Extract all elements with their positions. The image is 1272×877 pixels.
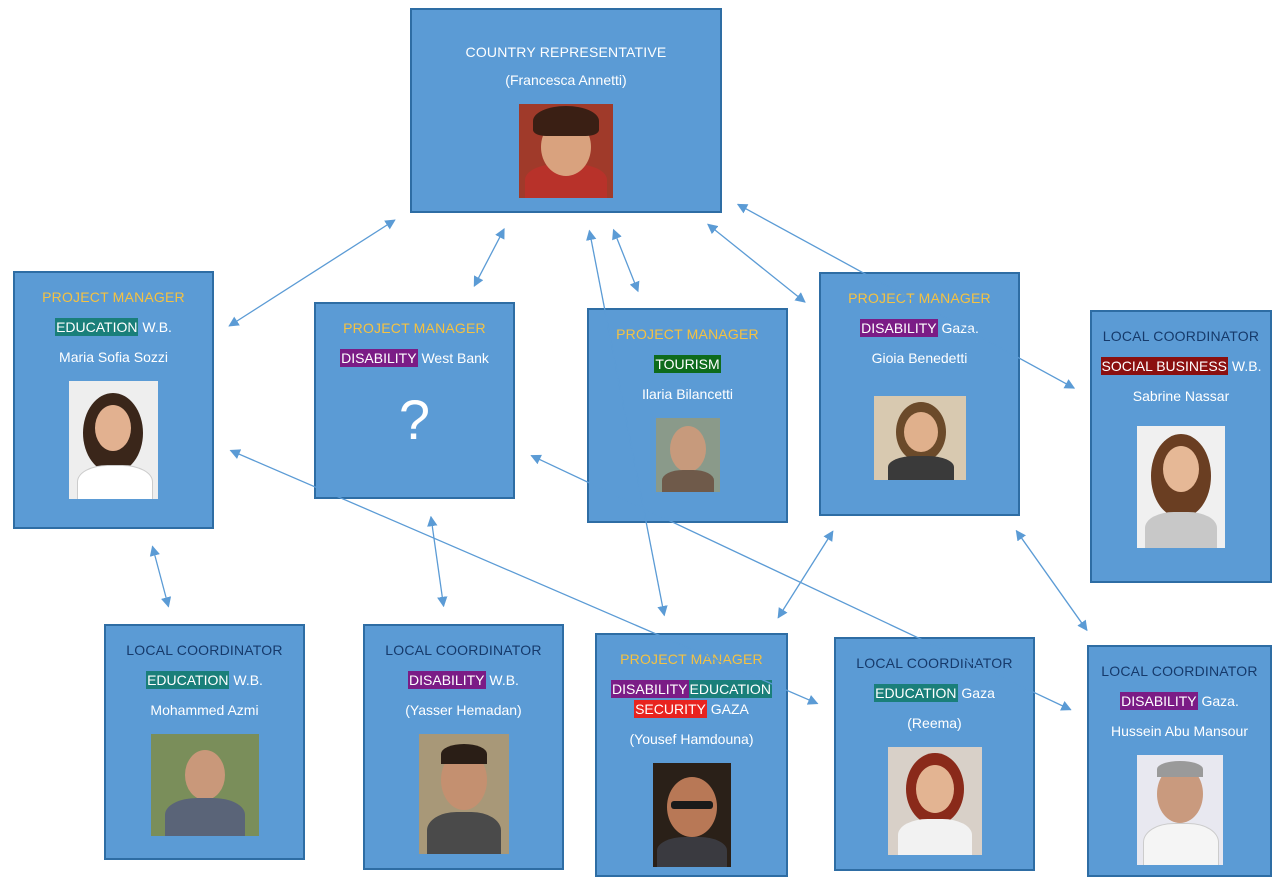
area-tags: DISABILITY Gaza. <box>860 318 979 338</box>
person-photo <box>69 381 158 499</box>
role-title: PROJECT MANAGER <box>848 290 991 306</box>
project-manager-disability-gaza-box[interactable]: PROJECT MANAGER DISABILITY Gaza. Gioia B… <box>819 272 1020 516</box>
project-manager-disability-westbank-box[interactable]: PROJECT MANAGER DISABILITY West Bank ? <box>314 302 515 499</box>
person-photo <box>873 396 966 480</box>
person-name: Gioia Benedetti <box>871 350 968 366</box>
area-tags: EDUCATION W.B. <box>55 317 172 337</box>
tag-security: SECURITY <box>634 700 707 718</box>
tag-disability: DISABILITY <box>340 349 418 367</box>
local-coordinator-education-gaza-box[interactable]: LOCAL COORDINATOR EDUCATION Gaza (Reema) <box>834 637 1035 871</box>
local-coordinator-disability-westbank-box[interactable]: LOCAL COORDINATOR DISABILITY W.B. (Yasse… <box>363 624 564 870</box>
person-name: (Reema) <box>907 715 962 731</box>
connection-arrow-pm_disability_gaza-lc_disability_gaza <box>1015 529 1088 632</box>
area-tags: DISABILITY W.B. <box>408 670 519 690</box>
region-label: Gaza. <box>941 320 979 336</box>
tag-disability: DISABILITY <box>611 680 689 698</box>
area-tags: DISABILITY West Bank <box>340 348 489 368</box>
person-name: Ilaria Bilancetti <box>641 386 734 402</box>
role-title: PROJECT MANAGER <box>42 289 185 305</box>
connection-arrow-country_rep-pm_disability_gaza <box>707 223 806 303</box>
connection-arrow-country_rep-pm_disability_wb <box>473 228 505 287</box>
role-title: LOCAL COORDINATOR <box>856 655 1013 671</box>
project-manager-tourism-box[interactable]: PROJECT MANAGER TOURISM Ilaria Bilancett… <box>587 308 788 523</box>
role-title: LOCAL COORDINATOR <box>126 642 283 658</box>
connection-arrow-pm_disability_gaza-pm_gaza_multi <box>777 530 834 619</box>
tag-disability: DISABILITY <box>408 671 486 689</box>
person-photo <box>655 418 720 492</box>
project-manager-education-box[interactable]: PROJECT MANAGER EDUCATION W.B. Maria Sof… <box>13 271 214 529</box>
area-tags: EDUCATION Gaza <box>874 683 995 703</box>
role-title: LOCAL COORDINATOR <box>385 642 542 658</box>
person-name: (Yousef Hamdouna) <box>629 731 754 747</box>
vacant-placeholder: ? <box>398 388 431 451</box>
person-name: Mohammed Azmi <box>150 702 259 718</box>
tag-tourism: TOURISM <box>654 355 721 373</box>
role-title: COUNTRY REPRESENTATIVE <box>465 44 667 60</box>
tag-social-business: SOCIAL BUSINESS <box>1100 357 1229 375</box>
area-tags: TOURISM <box>654 354 721 374</box>
person-name: Hussein Abu Mansour <box>1111 723 1248 739</box>
tag-education: EDUCATION <box>688 680 772 698</box>
role-title: PROJECT MANAGER <box>343 320 486 336</box>
region-label: Gaza <box>961 685 995 701</box>
local-coordinator-disability-gaza-box[interactable]: LOCAL COORDINATOR DISABILITY Gaza. Husse… <box>1087 645 1272 877</box>
region-label: W.B. <box>1231 358 1262 374</box>
connection-arrow-pm_education-lc_education_wb <box>149 545 172 608</box>
region-label: GAZA <box>710 701 749 717</box>
tag-education: EDUCATION <box>55 318 139 336</box>
tag-disability: DISABILITY <box>1120 692 1198 710</box>
connection-arrow-pm_disability_wb-lc_disability_wb <box>427 515 448 608</box>
person-photo <box>1137 426 1225 548</box>
area-tags: DISABILITY Gaza. <box>1120 691 1239 711</box>
person-photo <box>887 747 982 855</box>
person-photo <box>519 104 613 198</box>
role-title: LOCAL COORDINATOR <box>1102 328 1260 344</box>
country-representative-box[interactable]: COUNTRY REPRESENTATIVE (Francesca Annett… <box>410 8 722 213</box>
local-coordinator-social-business-box[interactable]: LOCAL COORDINATOR SOCIAL BUSINESS W.B. S… <box>1090 310 1272 583</box>
person-photo <box>1136 755 1223 865</box>
person-name: Sabrine Nassar <box>1132 388 1230 404</box>
region-label: W.B. <box>142 319 172 335</box>
tag-disability: DISABILITY <box>860 319 938 337</box>
role-title: LOCAL COORDINATOR <box>1101 663 1258 679</box>
role-title: PROJECT MANAGER <box>620 651 763 667</box>
person-name: (Yasser Hemadan) <box>405 702 522 718</box>
area-tags: EDUCATION W.B. <box>146 670 263 690</box>
region-label: Gaza. <box>1201 693 1239 709</box>
connection-arrow-country_rep-pm_tourism <box>612 228 640 293</box>
local-coordinator-education-westbank-box[interactable]: LOCAL COORDINATOR EDUCATION W.B. Mohamme… <box>104 624 305 860</box>
tag-education: EDUCATION <box>146 671 230 689</box>
region-label: W.B. <box>233 672 263 688</box>
region-label: W.B. <box>489 672 519 688</box>
person-photo <box>418 734 509 854</box>
tag-education: EDUCATION <box>874 684 958 702</box>
person-photo <box>150 734 259 836</box>
person-photo <box>652 763 731 867</box>
person-name: (Francesca Annetti) <box>505 72 627 88</box>
region-label: West Bank <box>421 350 489 366</box>
person-name: Maria Sofia Sozzi <box>59 349 168 365</box>
role-title: PROJECT MANAGER <box>616 326 759 342</box>
area-tags: SOCIAL BUSINESS W.B. <box>1100 356 1262 376</box>
